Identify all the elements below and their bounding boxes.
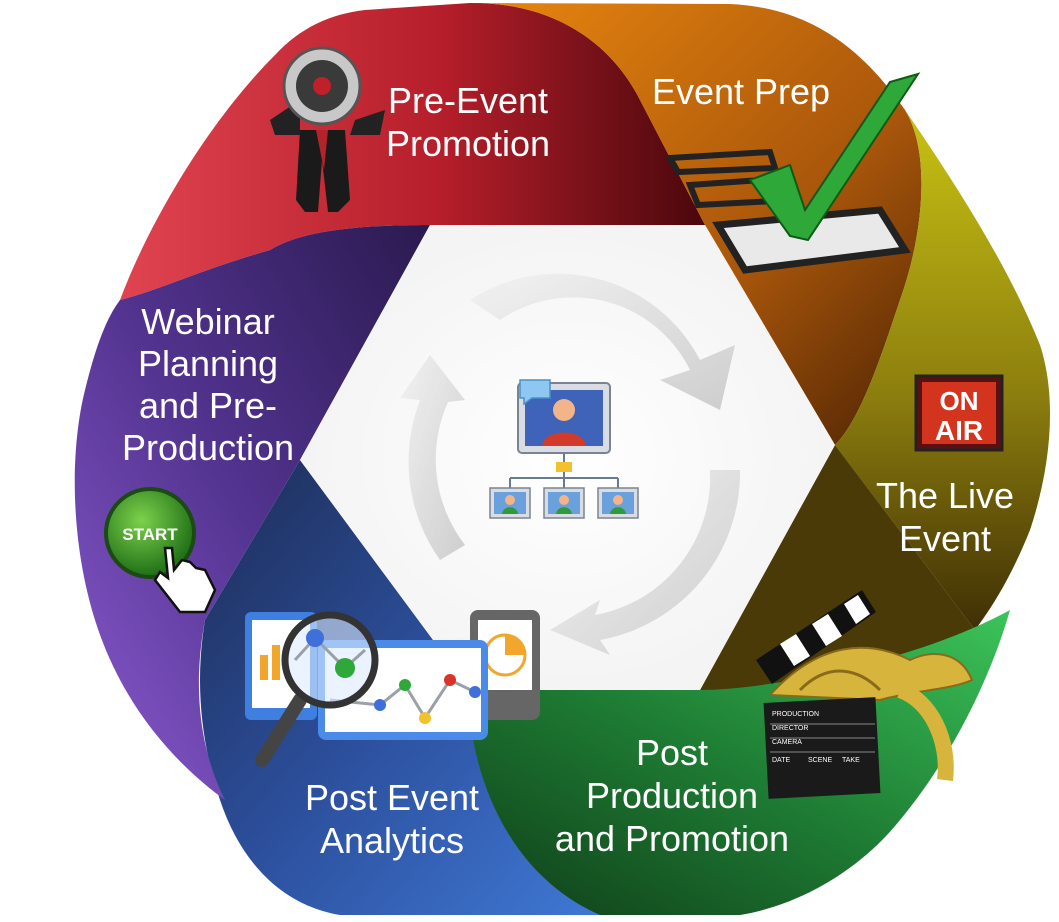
segment-event-prep xyxy=(470,2,922,445)
webinar-planning-line3: and Pre- xyxy=(139,385,277,426)
svg-text:TAKE: TAKE xyxy=(842,757,860,764)
svg-text:DATE: DATE xyxy=(772,757,790,764)
post-production-line3: and Promotion xyxy=(555,818,789,859)
post-event-analytics-line1: Post Event xyxy=(305,777,479,818)
live-event-line2: Event xyxy=(899,518,991,559)
post-production-line1: Post xyxy=(636,732,708,773)
live-event-line1: The Live xyxy=(876,475,1014,516)
svg-text:ON: ON xyxy=(940,386,979,416)
svg-text:AIR: AIR xyxy=(935,415,983,446)
on-air-sign-icon: ON AIR xyxy=(914,374,1004,452)
segment-live-event xyxy=(700,110,1051,690)
svg-text:PRODUCTION: PRODUCTION xyxy=(772,711,819,718)
cycle-arrows xyxy=(400,273,741,655)
checkmark-checklist-icon xyxy=(664,72,921,274)
webinar-planning-line2: Planning xyxy=(138,343,278,384)
svg-text:CAMERA: CAMERA xyxy=(772,739,802,746)
svg-text:DIRECTOR: DIRECTOR xyxy=(772,725,808,732)
pre-event-promotion-line2: Promotion xyxy=(386,123,550,164)
segment-webinar-planning xyxy=(74,225,430,800)
svg-text:START: START xyxy=(122,525,178,544)
post-event-analytics-line2: Analytics xyxy=(320,820,464,861)
post-production-line2: Production xyxy=(586,775,758,816)
webinar-planning-line4: Production xyxy=(122,427,294,468)
event-prep-label: Event Prep xyxy=(652,71,830,112)
megaphone-person-icon xyxy=(270,46,385,212)
network-presenter-icon xyxy=(489,379,639,519)
segment-pre-event-promotion xyxy=(120,2,705,300)
webinar-planning-line1: Webinar xyxy=(141,301,274,342)
analytics-magnifier-icon xyxy=(245,610,540,767)
pre-event-promotion-line1: Pre-Event xyxy=(388,80,548,121)
start-button-icon: START xyxy=(104,487,217,614)
svg-text:SCENE: SCENE xyxy=(808,757,832,764)
clapperboard-film-icon: PRODUCTION DIRECTOR CAMERA DATE SCENE TA… xyxy=(756,590,974,799)
